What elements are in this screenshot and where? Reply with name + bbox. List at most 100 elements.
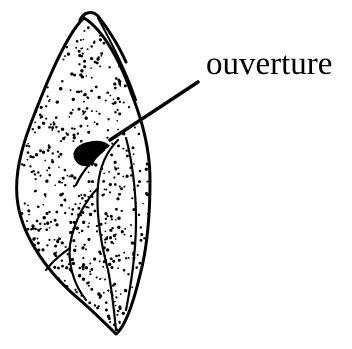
stipple-dot (57, 267, 60, 270)
stipple-dot (108, 274, 110, 276)
stipple-dot (91, 77, 93, 79)
stipple-dot (132, 268, 134, 270)
stipple-dot (115, 238, 117, 240)
stipple-dot (34, 174, 36, 176)
stipple-dot (48, 126, 51, 129)
stipple-dot (54, 245, 57, 248)
stipple-dot (90, 268, 93, 271)
stipple-dot (89, 190, 91, 192)
stipple-dot (94, 210, 97, 213)
stipple-dot (51, 160, 54, 163)
stipple-dot (128, 257, 130, 259)
stipple-dot (76, 40, 79, 43)
stipple-dot (140, 226, 142, 228)
stipple-dot (118, 254, 120, 256)
stipple-dot (59, 153, 62, 156)
stipple-dot (47, 86, 49, 88)
stipple-dot (83, 60, 86, 63)
stipple-dot (67, 175, 69, 177)
stipple-dot (51, 129, 53, 131)
stipple-dot (81, 211, 84, 214)
stipple-dot (132, 257, 135, 260)
stipple-dot (117, 310, 120, 313)
stipple-dot (81, 246, 84, 249)
stipple-dot (45, 118, 47, 120)
stipple-dot (116, 314, 118, 316)
stipple-dot (64, 280, 66, 282)
stipple-dot (87, 125, 89, 127)
stipple-dot (54, 219, 57, 222)
stipple-dot (132, 254, 134, 256)
stipple-dot (50, 221, 52, 223)
stipple-dot (104, 212, 107, 215)
stipple-dot (111, 142, 113, 144)
stipple-dot (127, 273, 129, 275)
stipple-dot (89, 262, 91, 264)
stipple-dot (80, 140, 83, 143)
stipple-dot (87, 164, 90, 167)
stipple-dot (113, 283, 116, 286)
stipple-dot (78, 232, 80, 234)
stipple-dot (44, 223, 46, 225)
stipple-dot (148, 180, 150, 182)
stipple-dot (138, 180, 141, 183)
stipple-dot (87, 48, 89, 50)
stipple-dot (91, 203, 94, 206)
stipple-dot (114, 87, 117, 90)
stipple-dot (123, 186, 125, 188)
stipple-dot (114, 111, 117, 114)
stipple-dot (123, 234, 125, 236)
stipple-dot (96, 230, 98, 232)
stipple-dot (35, 178, 37, 180)
stipple-dot (122, 132, 125, 135)
stipple-dot (99, 35, 101, 37)
stipple-dot (79, 125, 82, 128)
stipple-dot (70, 174, 73, 177)
stipple-dot (89, 271, 91, 273)
stipple-dot (80, 194, 82, 196)
stipple-dot (53, 266, 56, 269)
stipple-dot (117, 226, 120, 229)
stipple-dot (78, 195, 80, 197)
stipple-dot (113, 101, 116, 104)
stipple-dot (68, 207, 70, 209)
stipple-dot (99, 278, 101, 280)
stipple-dot (86, 96, 88, 98)
stipple-dot (73, 134, 76, 137)
stipple-dot (137, 254, 139, 256)
stipple-dot (98, 251, 101, 254)
stipple-dot (79, 162, 82, 165)
stipple-dot (37, 171, 39, 173)
stipple-dot (109, 229, 112, 232)
stipple-dot (75, 245, 77, 247)
stipple-dot (64, 136, 66, 138)
stipple-dot (32, 170, 34, 172)
stipple-dot (110, 257, 113, 260)
stipple-dot (81, 265, 84, 268)
stipple-dot (85, 266, 88, 269)
stipple-dot (99, 38, 102, 41)
stipple-dot (97, 154, 99, 156)
stipple-dot (139, 262, 142, 265)
stipple-dot (140, 239, 143, 242)
stipple-dot (61, 128, 64, 131)
stipple-dot (114, 168, 117, 171)
stipple-dot (78, 54, 81, 57)
stipple-dot (90, 45, 92, 47)
stipple-dot (114, 301, 116, 303)
stipple-dot (53, 252, 56, 255)
stipple-dot (29, 165, 31, 167)
stipple-dot (94, 121, 96, 123)
stipple-dot (105, 301, 108, 304)
stipple-dot (34, 110, 37, 113)
stipple-dot (105, 259, 107, 261)
stipple-dot (48, 146, 51, 149)
stipple-dot (58, 237, 61, 240)
stipple-dot (109, 191, 111, 193)
stipple-dot (58, 166, 60, 168)
stipple-dot (79, 267, 82, 270)
stipple-dot (56, 100, 59, 103)
stipple-dot (65, 285, 68, 288)
stipple-dot (108, 317, 111, 320)
stipple-dot (77, 133, 79, 135)
